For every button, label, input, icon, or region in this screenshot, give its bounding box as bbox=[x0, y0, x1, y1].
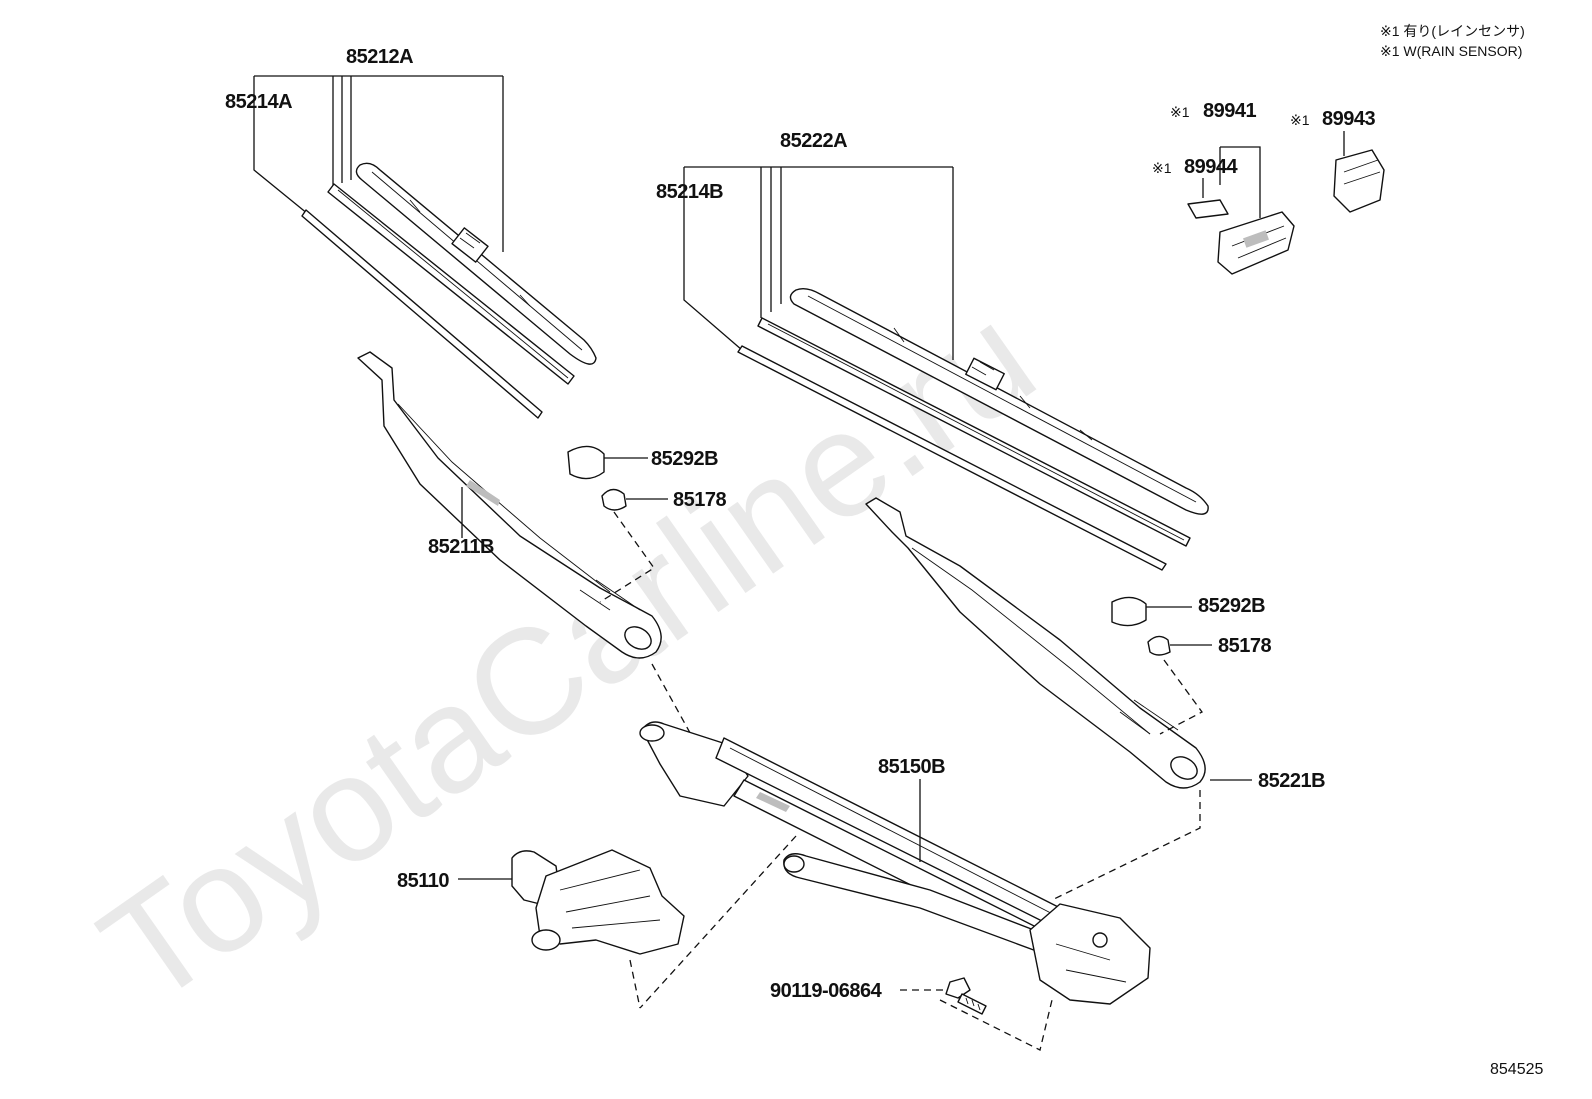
part-label-89941: 89941 bbox=[1203, 100, 1256, 122]
mounting-bolt bbox=[900, 977, 987, 1015]
part-label-85211B: 85211B bbox=[428, 536, 494, 558]
part-label-89943: 89943 bbox=[1322, 108, 1375, 130]
part-label-85214A: 85214A bbox=[225, 91, 292, 113]
part-label-85292B-left: 85292B bbox=[651, 448, 718, 470]
wiper-motor bbox=[458, 849, 685, 955]
note-mark-89944: ※1 bbox=[1152, 160, 1172, 176]
part-label-85150B: 85150B bbox=[878, 756, 945, 778]
left-wiper-arm bbox=[357, 351, 662, 659]
part-label-89944: 89944 bbox=[1184, 156, 1238, 178]
wiper-link-assembly bbox=[629, 663, 1201, 1051]
part-label-85110: 85110 bbox=[397, 870, 449, 892]
part-label-85292B-right: 85292B bbox=[1198, 595, 1265, 617]
right-arm-cap-nut bbox=[1111, 596, 1212, 735]
note-rain-sensor-en: ※1 W(RAIN SENSOR) bbox=[1380, 43, 1522, 59]
part-label-85221B: 85221B bbox=[1258, 770, 1325, 792]
left-arm-cap-nut bbox=[567, 445, 668, 603]
note-rain-sensor-jp: ※1 有り(レインセンサ) bbox=[1380, 23, 1525, 39]
part-label-85178-left: 85178 bbox=[673, 489, 726, 511]
part-label-85222A: 85222A bbox=[780, 130, 847, 152]
right-wiper-arm bbox=[865, 497, 1252, 789]
part-label-90119-06864: 90119-06864 bbox=[770, 980, 883, 1002]
part-label-85212A: 85212A bbox=[346, 46, 413, 68]
part-label-85178-right: 85178 bbox=[1218, 635, 1271, 657]
note-mark-89941: ※1 bbox=[1170, 104, 1190, 120]
part-label-85214B: 85214B bbox=[656, 181, 723, 203]
left-wiper-blade-assembly bbox=[253, 75, 597, 419]
right-wiper-blade-assembly bbox=[683, 166, 1209, 571]
rain-sensor-parts bbox=[1187, 131, 1385, 275]
diagram-id: 854525 bbox=[1490, 1061, 1543, 1078]
note-mark-89943: ※1 bbox=[1290, 112, 1310, 128]
